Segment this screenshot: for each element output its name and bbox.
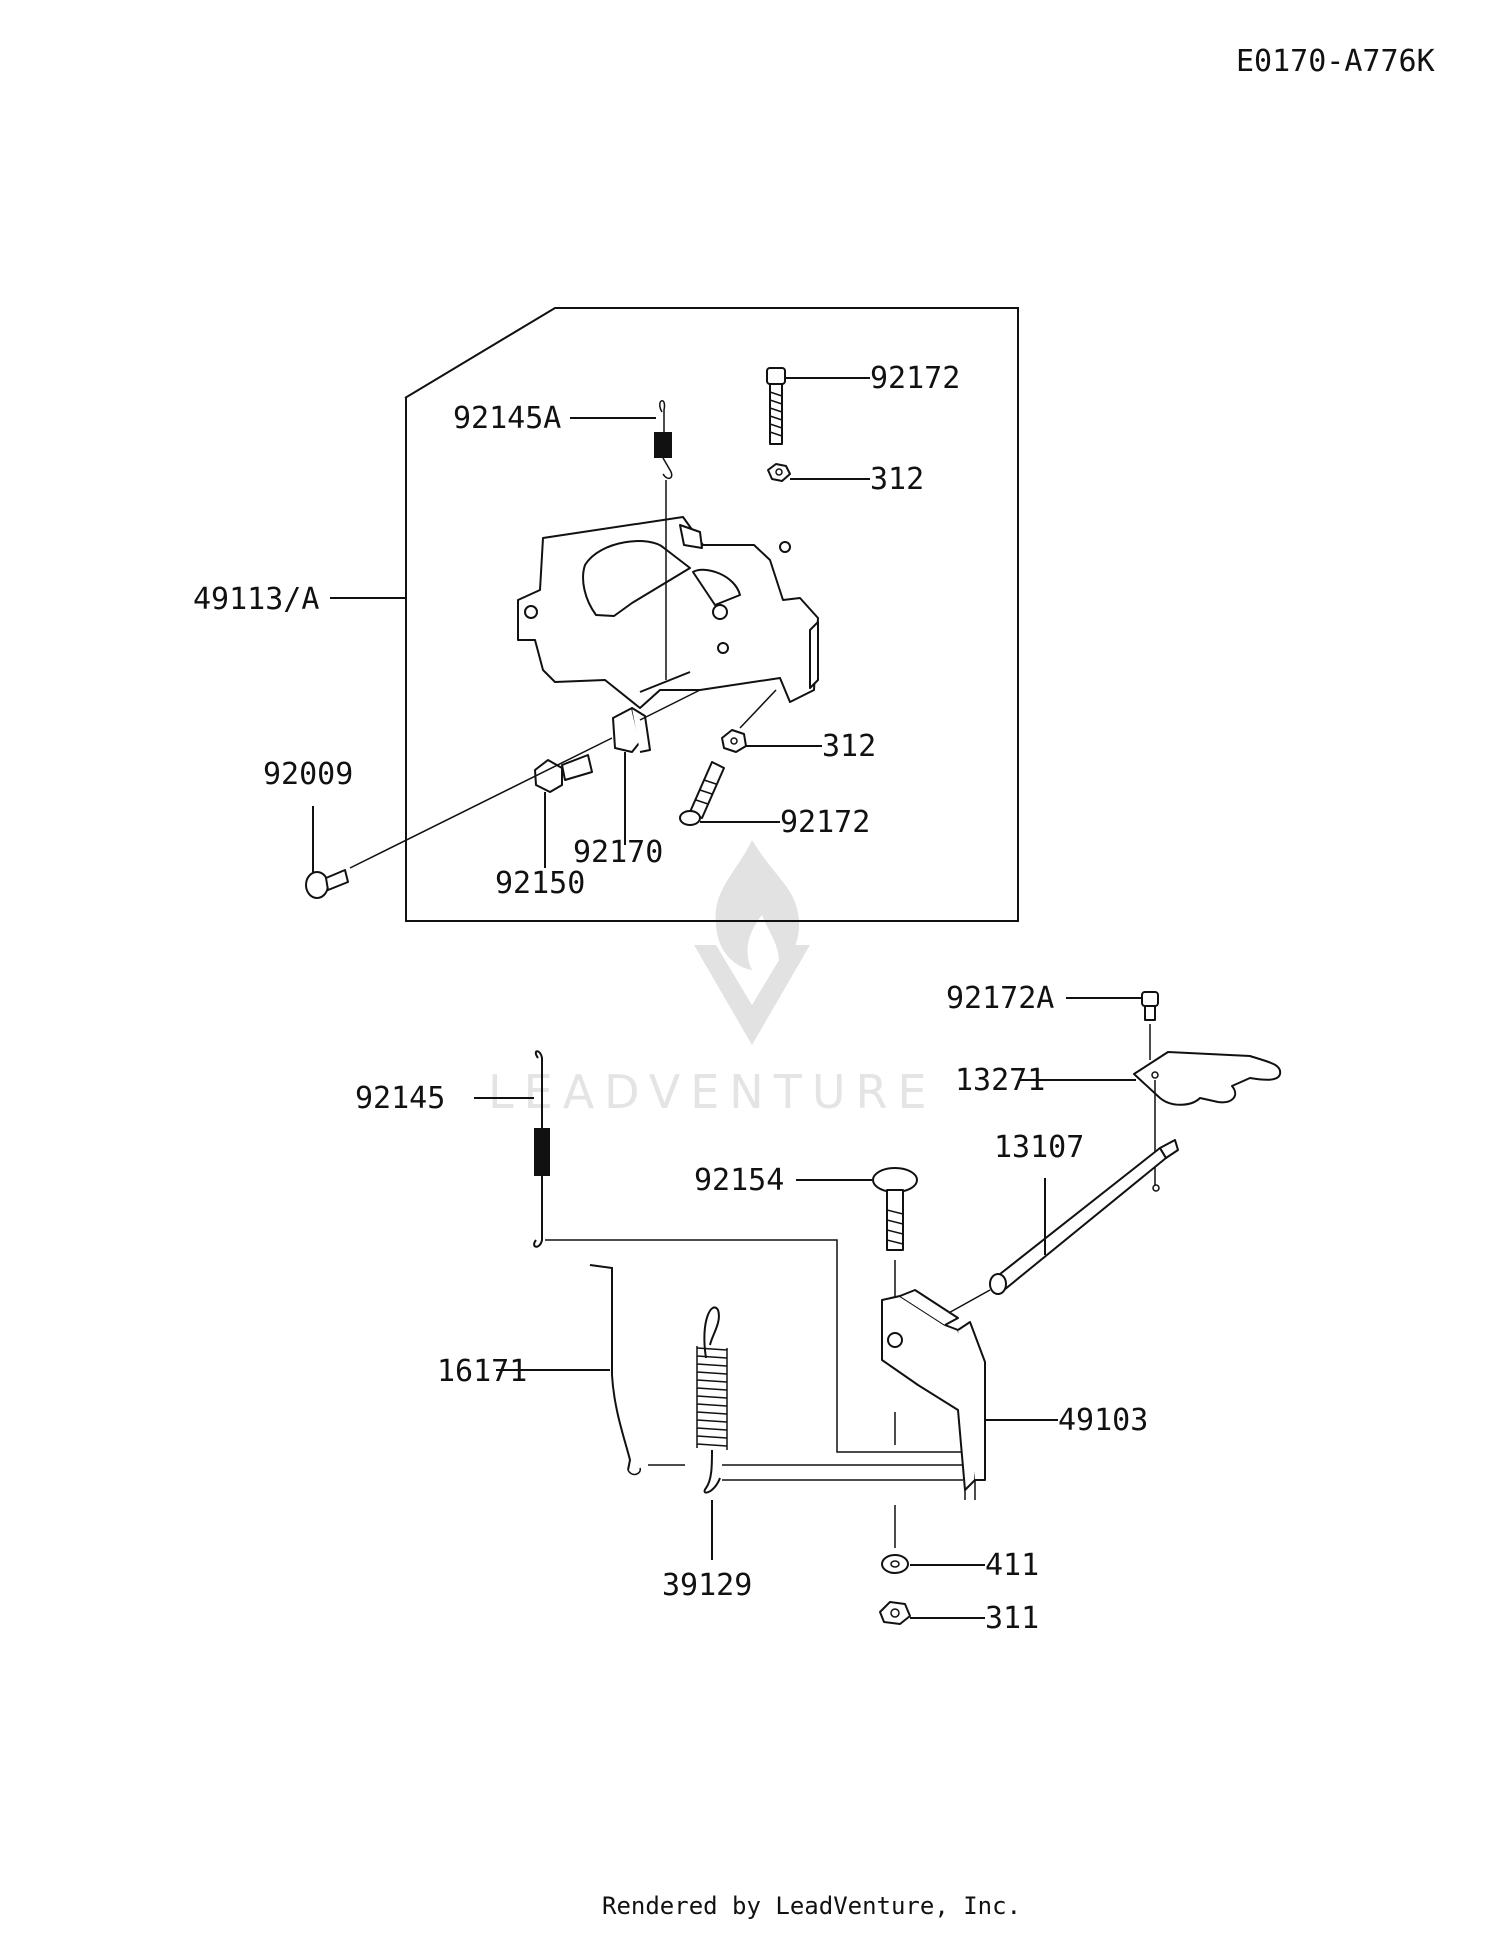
bolt-92172-top (766, 367, 870, 445)
plate-13271 (1020, 1051, 1282, 1185)
diagram-code: E0170-A776K (1236, 44, 1435, 79)
lever-49103 (881, 1289, 1058, 1500)
label-92154: 92154 (694, 1163, 784, 1198)
bolt-92172-mid (679, 761, 780, 826)
spring-92145A (570, 400, 673, 480)
label-92150: 92150 (495, 866, 585, 901)
nut-312-top (767, 463, 870, 482)
nut-311 (879, 1601, 985, 1625)
spring-39129 (696, 1306, 963, 1560)
label-92145: 92145 (355, 1081, 445, 1116)
label-92145A: 92145A (453, 401, 561, 436)
label-13271: 13271 (955, 1063, 1045, 1098)
spring-92145 (474, 1050, 963, 1453)
label-312-top: 312 (870, 462, 924, 497)
control-bracket-49113A (517, 480, 819, 709)
watermark-logo (694, 840, 810, 1045)
label-49113A: 49113/A (193, 582, 319, 617)
shaft-13107 (944, 1139, 1179, 1316)
nut-312-mid (721, 689, 822, 753)
label-39129: 39129 (662, 1568, 752, 1603)
label-311: 311 (985, 1601, 1039, 1636)
label-92172A: 92172A (946, 981, 1054, 1016)
label-13107: 13107 (994, 1130, 1084, 1165)
bolt-92154 (796, 1167, 918, 1305)
top-group-box (330, 307, 1019, 922)
label-312-mid: 312 (822, 729, 876, 764)
label-92170: 92170 (573, 835, 663, 870)
label-92009: 92009 (263, 757, 353, 792)
label-411: 411 (985, 1548, 1039, 1583)
label-16171: 16171 (437, 1354, 527, 1389)
cam-92170 (612, 707, 651, 845)
footer-credit: Rendered by LeadVenture, Inc. (602, 1892, 1021, 1920)
screw-92172A (1066, 991, 1159, 1060)
screw-92009 (305, 689, 701, 899)
label-49103: 49103 (1058, 1403, 1148, 1438)
bolt-92150 (534, 754, 593, 868)
washer-411 (881, 1505, 985, 1574)
watermark-text: LEADVENTURE (488, 1065, 937, 1119)
rod-16171 (496, 1264, 685, 1476)
label-92172-mid: 92172 (780, 805, 870, 840)
label-92172-top: 92172 (870, 361, 960, 396)
